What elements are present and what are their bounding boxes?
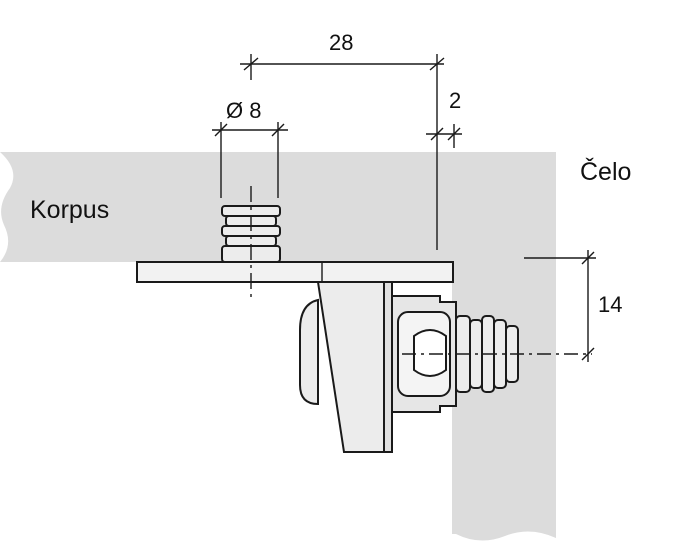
celo-dowel bbox=[455, 315, 519, 393]
mounting-plate bbox=[136, 261, 454, 283]
dimension-14-label: 14 bbox=[598, 292, 622, 317]
dimension-diameter-8-label: Ø 8 bbox=[226, 98, 261, 123]
dimension-28-label: 28 bbox=[329, 30, 353, 55]
connector-body bbox=[299, 281, 393, 453]
korpus-label: Korpus bbox=[30, 196, 109, 224]
dimension-14 bbox=[524, 250, 596, 362]
dimension-2-label: 2 bbox=[449, 88, 461, 113]
dimension-diameter-8 bbox=[212, 122, 288, 198]
celo-label: Čelo bbox=[580, 157, 631, 186]
dimension-2 bbox=[426, 80, 462, 250]
korpus-dowel bbox=[221, 205, 281, 263]
dimension-28 bbox=[240, 54, 445, 80]
